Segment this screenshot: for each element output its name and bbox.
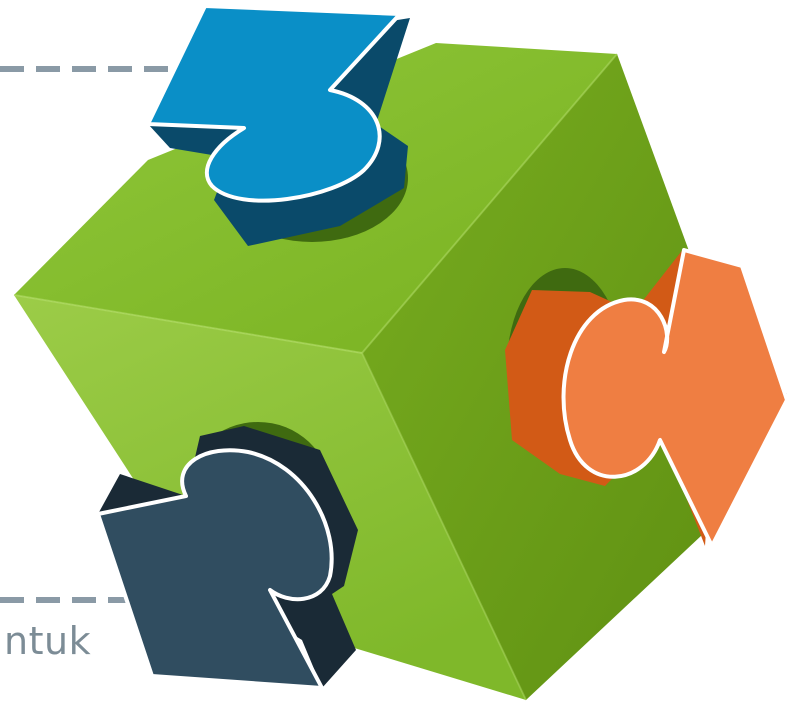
orange-piece-front bbox=[561, 248, 787, 548]
puzzle-piece-icon bbox=[146, 4, 410, 246]
blue-piece-top bbox=[146, 4, 402, 203]
caption-fragment: ntuk bbox=[4, 619, 92, 663]
puzzle-piece-icon bbox=[505, 248, 787, 548]
navy-piece-front bbox=[96, 448, 334, 690]
puzzle-piece-icon bbox=[96, 426, 358, 690]
